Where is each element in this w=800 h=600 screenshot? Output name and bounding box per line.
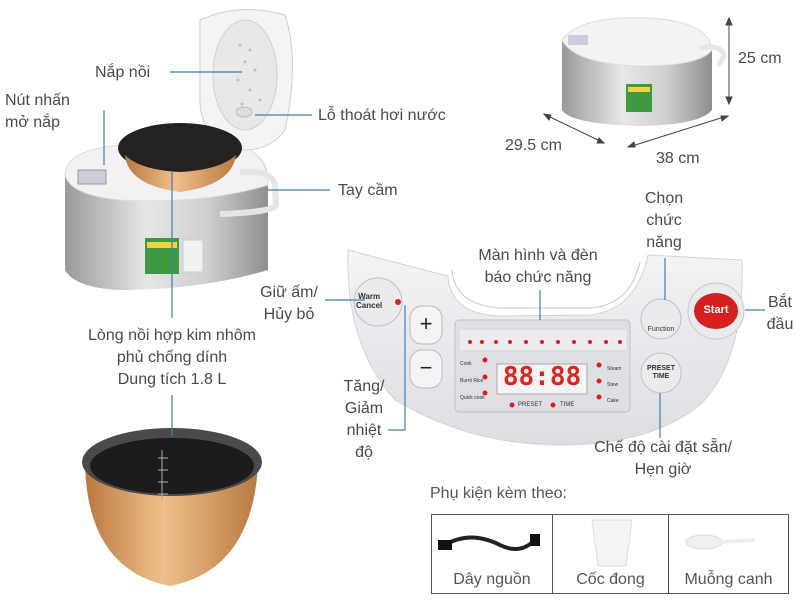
label-handle: Tay cầm (338, 182, 398, 199)
dimension-width: 38 cm (656, 150, 700, 167)
ladle-image (685, 534, 756, 550)
accessory-label: Cốc đong (576, 571, 645, 588)
cooker-small-view (561, 17, 727, 126)
accessory-measuring-cup: Cốc đong (552, 515, 668, 593)
label-steam-vent: Lỗ thoát hơi nước (318, 107, 446, 124)
steam-vent-dots (236, 43, 262, 106)
accessories-title: Phụ kiện kèm theo: (430, 485, 567, 502)
accessory-label: Dây nguồn (453, 571, 531, 588)
measuring-cup-image (591, 519, 633, 567)
power-cord-image (438, 534, 540, 551)
display-readout: 88:88 (502, 362, 582, 392)
inner-pot-detached (82, 428, 262, 586)
accessories-box: Dây nguồn Cốc đong Muỗng canh (431, 514, 789, 594)
accessory-label: Muỗng canh (684, 571, 773, 588)
label-preset: Chế độ cài đặt sẵn/Hẹn giờ (594, 439, 732, 478)
leader-lines (103, 71, 765, 438)
inner-pot-in-cooker (118, 123, 242, 192)
start-button[interactable]: Start (703, 304, 729, 316)
plus-button[interactable]: + (419, 311, 433, 336)
led-preset-label: PRESET (518, 402, 543, 408)
dimension-lines (542, 16, 733, 148)
label-keep-warm: Giữ ấm/Hủy bỏ (260, 284, 318, 323)
function-button[interactable]: Function (647, 326, 675, 333)
accessory-ladle: Muỗng canh (668, 515, 788, 593)
cooker-handle (219, 168, 280, 217)
dimension-depth: 29.5 cm (505, 137, 562, 154)
control-panel (347, 249, 745, 446)
label-lid: Nắp nồi (95, 64, 151, 81)
led-time-label: TIME (560, 402, 575, 408)
dimension-height: 25 cm (738, 50, 782, 67)
cooker-lid (199, 9, 293, 151)
accessory-power-cord: Dây nguồn (432, 515, 552, 593)
minus-button[interactable]: − (419, 355, 433, 380)
